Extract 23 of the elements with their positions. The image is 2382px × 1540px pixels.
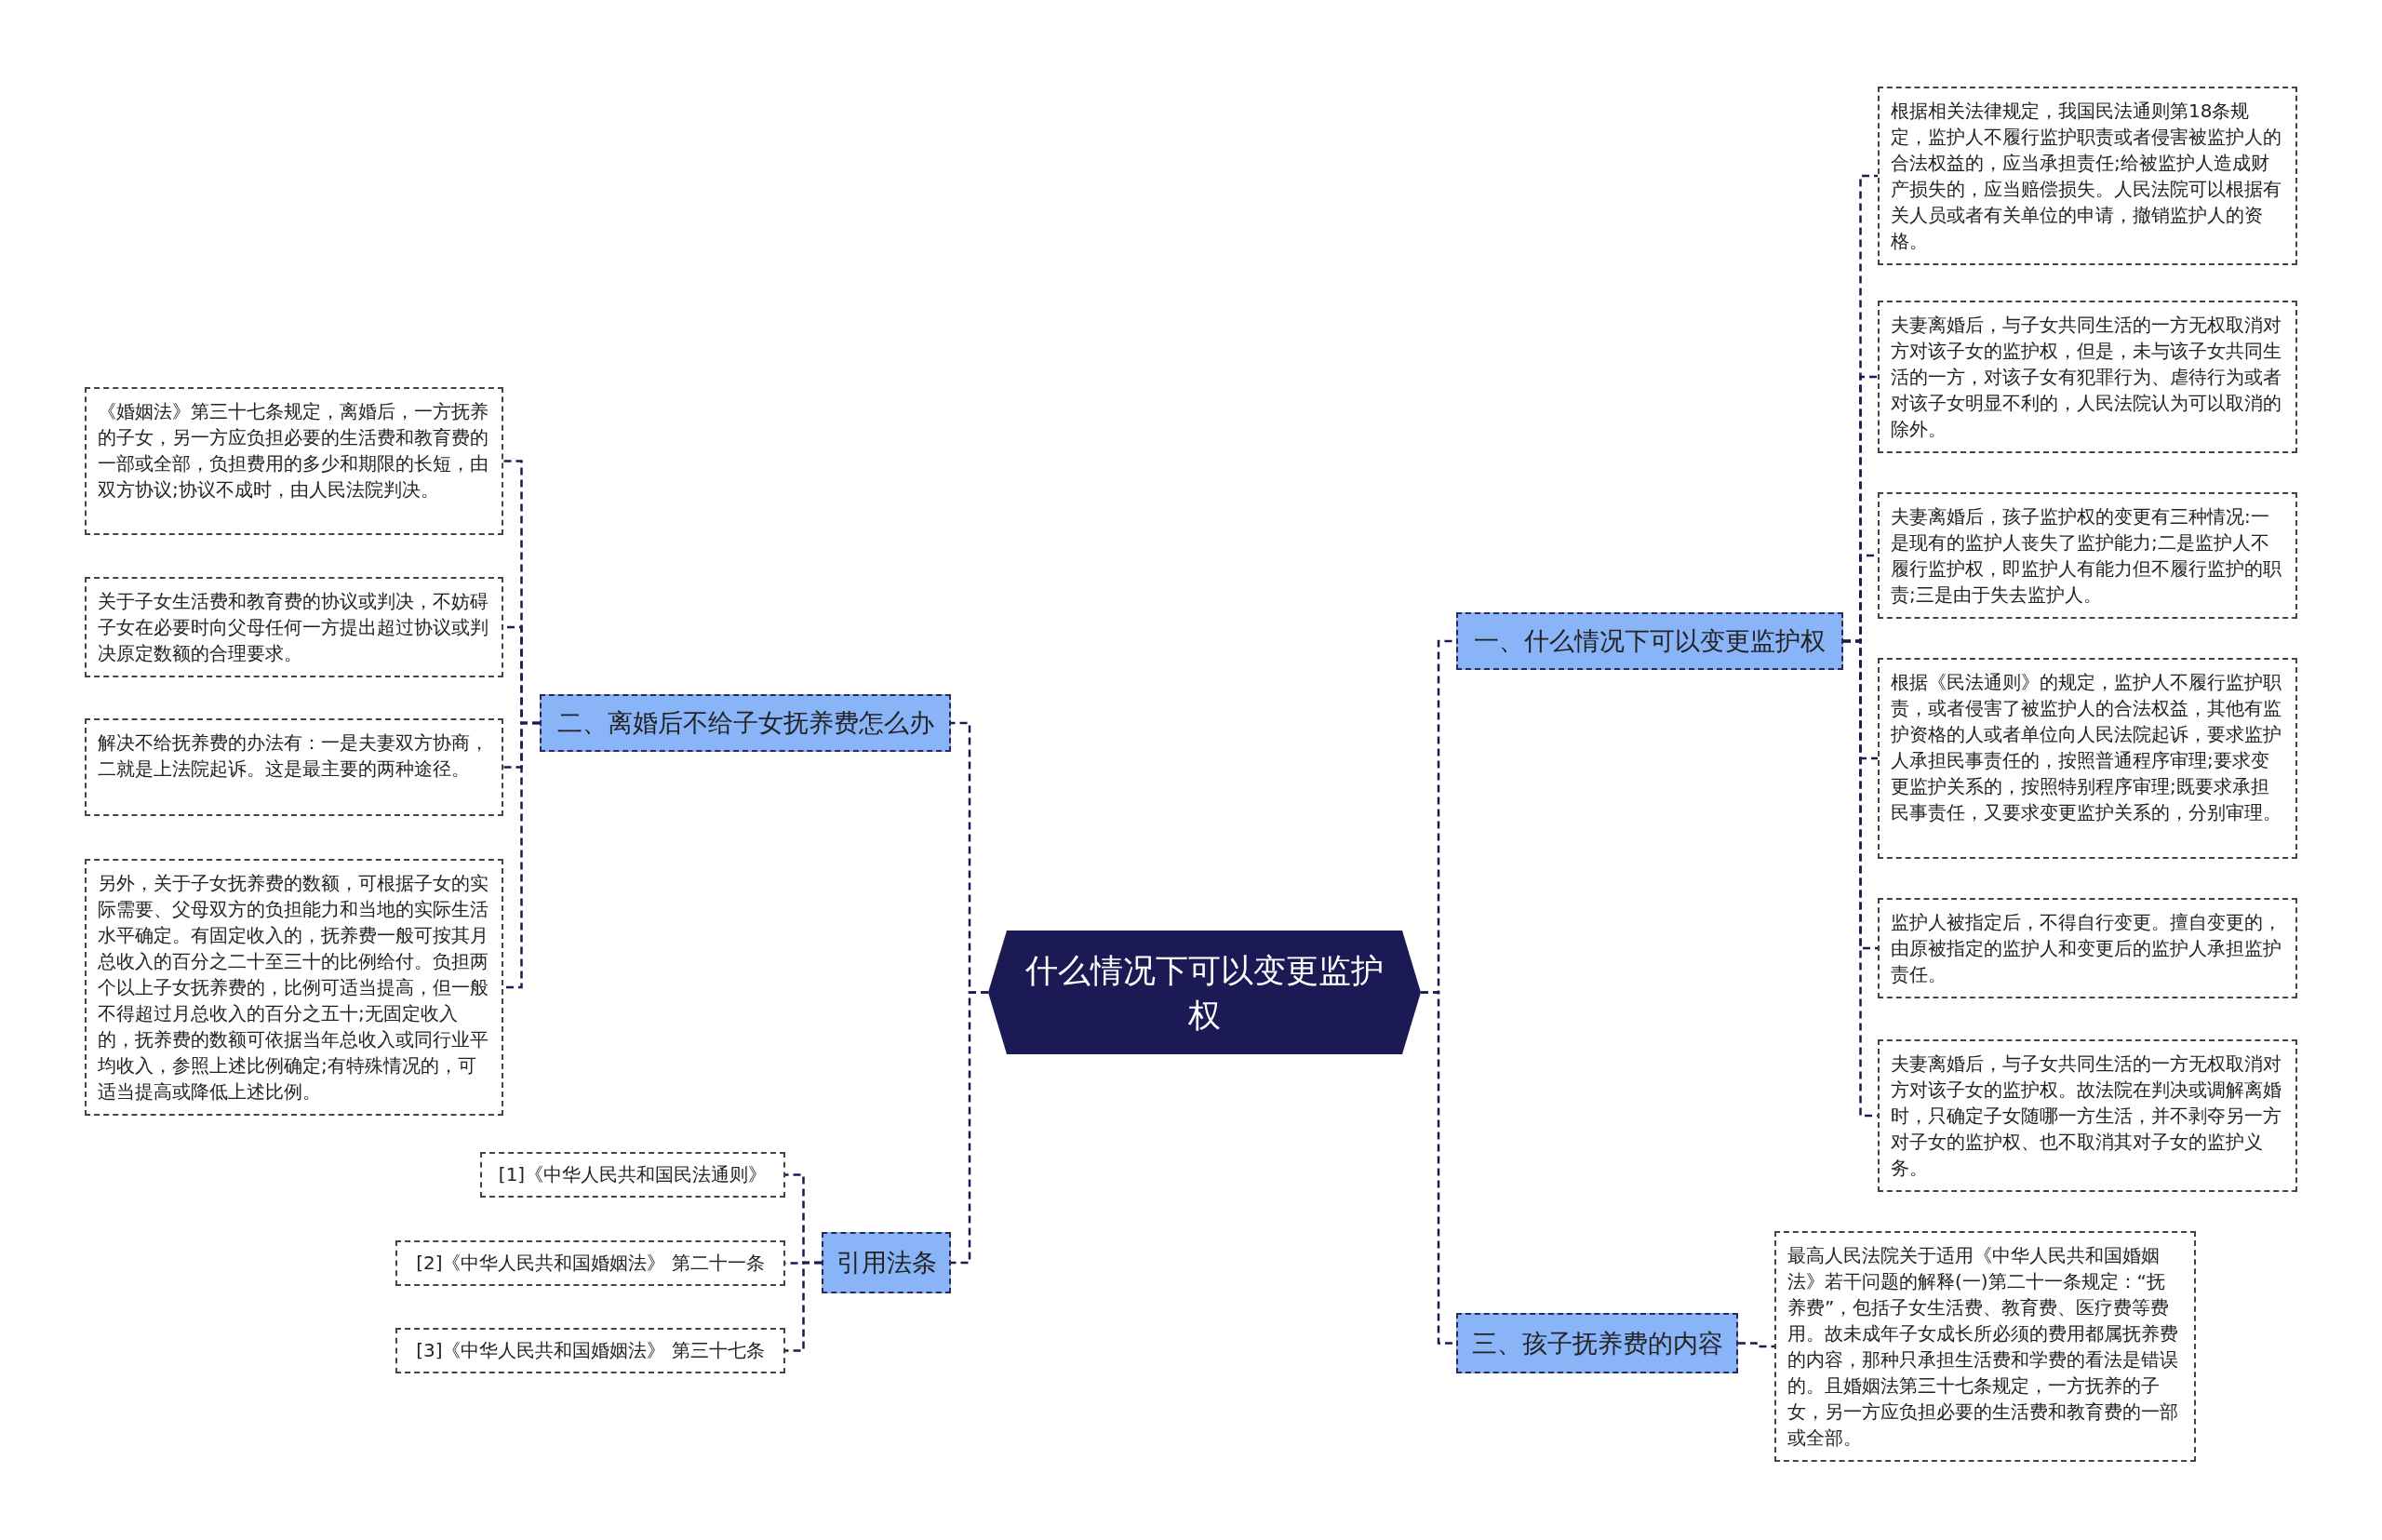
topic-box: 引用法条 xyxy=(822,1232,951,1293)
central-topic-hexagon: 什么情况下可以变更监护权 xyxy=(988,931,1421,1054)
note-box: 根据《民法通则》的规定，监护人不履行监护职责，或者侵害了被监护人的合法权益，其他有监护资格的人或者单位向人民法院起诉，要求监护人承担民事责任的，按照普通程序审理;要求变更监护关系的，按照特别程序审理;既要求承担民事责任，又要求变更监护关系的，分别审理。 xyxy=(1878,658,2297,859)
topic-box: 三、孩子抚养费的内容 xyxy=(1456,1313,1738,1373)
note-box: 夫妻离婚后，孩子监护权的变更有三种情况:一是现有的监护人丧失了监护能力;二是监护人不履行监护权，即监护人有能力但不履行监护的职责;三是由于失去监护人。 xyxy=(1878,492,2297,619)
note-box: 解决不给抚养费的办法有：一是夫妻双方协商，二就是上法院起诉。这是最主要的两种途径。 xyxy=(85,718,503,816)
citation-box: [2]《中华人民共和国婚姻法》 第二十一条 xyxy=(395,1240,785,1286)
note-box: 根据相关法律规定，我国民法通则第18条规定，监护人不履行监护职责或者侵害被监护人的合法权益的，应当承担责任;给被监护人造成财产损失的，应当赔偿损失。人民法院可以根据有关人员或者有关单位的申请，撤销监护人的资格。 xyxy=(1878,87,2297,265)
note-box: 监护人被指定后，不得自行变更。擅自变更的，由原被指定的监护人和变更后的监护人承担监护责任。 xyxy=(1878,898,2297,998)
citation-box: [3]《中华人民共和国婚姻法》 第三十七条 xyxy=(395,1328,785,1373)
note-box: 《婚姻法》第三十七条规定，离婚后，一方抚养的子女，另一方应负担必要的生活费和教育费的一部或全部，负担费用的多少和期限的长短，由双方协议;协议不成时，由人民法院判决。 xyxy=(85,387,503,535)
note-box: 另外，关于子女抚养费的数额，可根据子女的实际需要、父母双方的负担能力和当地的实际生活水平确定。有固定收入的，抚养费一般可按其月总收入的百分之二十至三十的比例给付。负担两个以上子女抚养费的，比例可适当提高，但一般不得超过月总收入的百分之五十;无固定收入的，抚养费的数额可依据当年总收入或同行业平均收入，参照上述比例确定;有特殊情况的，可适当提高或降低上述比例。 xyxy=(85,859,503,1116)
note-box: 关于子女生活费和教育费的协议或判决，不妨碍子女在必要时向父母任何一方提出超过协议或判决原定数额的合理要求。 xyxy=(85,577,503,677)
connector-line xyxy=(785,1261,822,1352)
note-box: 夫妻离婚后，与子女共同生活的一方无权取消对方对该子女的监护权，但是，未与该子女共同生活的一方，对该子女有犯罪行为、虐待行为或者对该子女明显不利的，人民法院认为可以取消的除外。 xyxy=(1878,301,2297,453)
topic-box: 一、什么情况下可以变更监护权 xyxy=(1456,612,1843,670)
topic-box: 二、离婚后不给子女抚养费怎么办 xyxy=(540,694,951,752)
connector-line xyxy=(1738,1342,1774,1348)
connector-line xyxy=(951,991,988,1265)
citation-box: [1]《中华人民共和国民法通则》 xyxy=(480,1152,785,1198)
note-box: 夫妻离婚后，与子女共同生活的一方无权取消对方对该子女的监护权。故法院在判决或调解离婚时，只确定子女随哪一方生活，并不剥夺另一方对子女的监护权、也不取消其对子女的监护义务。 xyxy=(1878,1039,2297,1192)
connector-line xyxy=(503,721,540,989)
note-box: 最高人民法院关于适用《中华人民共和国婚姻法》若干问题的解释(一)第二十一条规定：“抚养费”，包括子女生活费、教育费、医疗费等费用。故未成年子女成长所必须的费用都属抚养费的内容，那种只承担生活费和学费的看法是错误的。且婚姻法第三十七条规定，一方抚养的子女，另一方应负担必要的生活费和教育费的一部或全部。 xyxy=(1774,1231,2196,1462)
